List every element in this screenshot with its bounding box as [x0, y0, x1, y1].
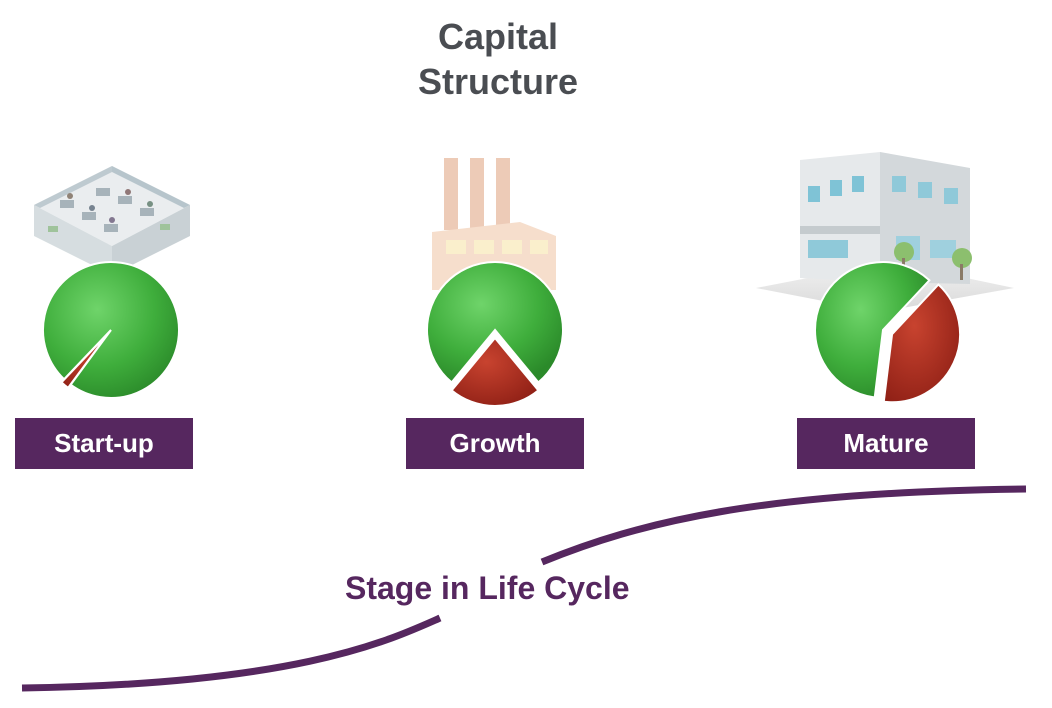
pie-chart-mature [814, 261, 962, 404]
equity-slice [814, 261, 931, 399]
debt-slice [450, 336, 540, 407]
title-line-2: Structure [417, 61, 579, 102]
stage-label-growth: Growth [406, 418, 584, 469]
title-line-1: Capital [437, 16, 559, 57]
stage-label-startup: Start-up [15, 418, 193, 469]
stage-label-mature: Mature [797, 418, 975, 469]
pie-chart-startup [42, 261, 180, 399]
equity-slice [42, 261, 180, 399]
debt-slice [60, 332, 110, 390]
office-interior-icon [34, 166, 190, 275]
equity-slice [426, 261, 564, 384]
life-cycle-axis-label: Stage in Life Cycle [345, 570, 630, 606]
pie-chart-growth [426, 261, 564, 407]
diagram-title: Capital Structure [0, 14, 996, 104]
debt-slice [882, 283, 962, 404]
life-cycle-curve [21, 485, 1027, 692]
